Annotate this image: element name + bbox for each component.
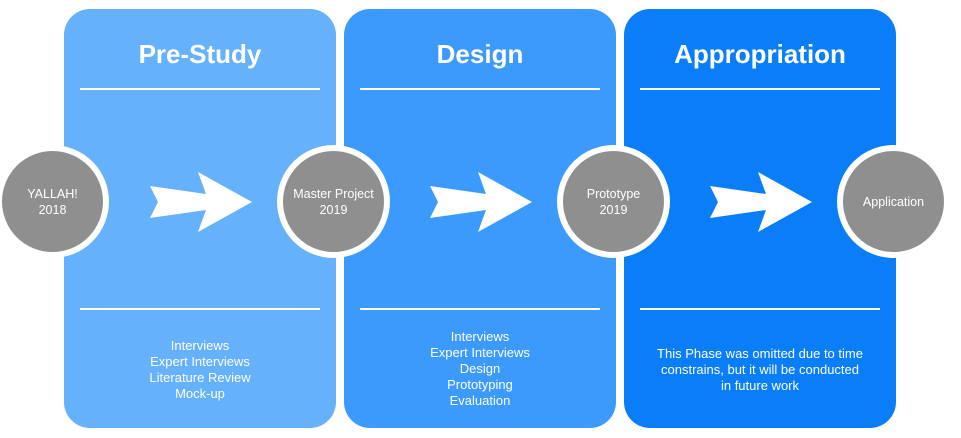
right-arrow-icon	[150, 172, 252, 232]
phase-activities: Interviews Expert Interviews Literature …	[64, 338, 336, 402]
activity-item: Literature Review	[149, 370, 251, 385]
divider	[640, 308, 880, 310]
milestone-prototype: Prototype 2019	[557, 145, 670, 258]
activity-item: Interviews	[170, 338, 230, 353]
phase-title: Appropriation	[674, 39, 846, 69]
activity-item: Interviews	[450, 329, 510, 344]
milestone-year: 2018	[38, 202, 67, 217]
milestone-application: Application	[837, 145, 950, 258]
milestone-year: 2019	[319, 202, 348, 217]
activity-item: Expert Interviews	[150, 354, 250, 369]
note-line: constrains, but it will be conducted	[661, 362, 859, 377]
divider	[80, 88, 320, 90]
phase-note: This Phase was omitted due to time const…	[624, 346, 896, 394]
milestone-year: 2019	[599, 202, 628, 217]
activity-item: Expert Interviews	[430, 345, 530, 360]
milestone-master-project: Master Project 2019	[277, 145, 390, 258]
divider	[360, 88, 600, 90]
milestone-label: Master Project	[293, 186, 374, 201]
milestone-label: Application	[862, 194, 925, 209]
activity-item: Design	[459, 361, 501, 376]
divider	[80, 308, 320, 310]
activity-item: Mock-up	[175, 386, 225, 401]
divider	[360, 308, 600, 310]
milestone-yallah: YALLAH! 2018	[0, 145, 109, 258]
right-arrow-icon	[430, 172, 532, 232]
phase-title: Pre-Study	[138, 39, 262, 69]
divider	[640, 88, 880, 90]
milestone-label: YALLAH!	[27, 186, 78, 201]
note-line: in future work	[720, 378, 800, 393]
phase-activities: Interviews Expert Interviews Design Prot…	[344, 329, 616, 409]
activity-item: Evaluation	[449, 393, 511, 408]
milestone-label: Prototype	[586, 186, 641, 201]
activity-item: Prototyping	[447, 377, 513, 392]
note-line: This Phase was omitted due to time	[657, 346, 863, 361]
right-arrow-icon	[710, 172, 812, 232]
phase-title: Design	[436, 39, 524, 69]
